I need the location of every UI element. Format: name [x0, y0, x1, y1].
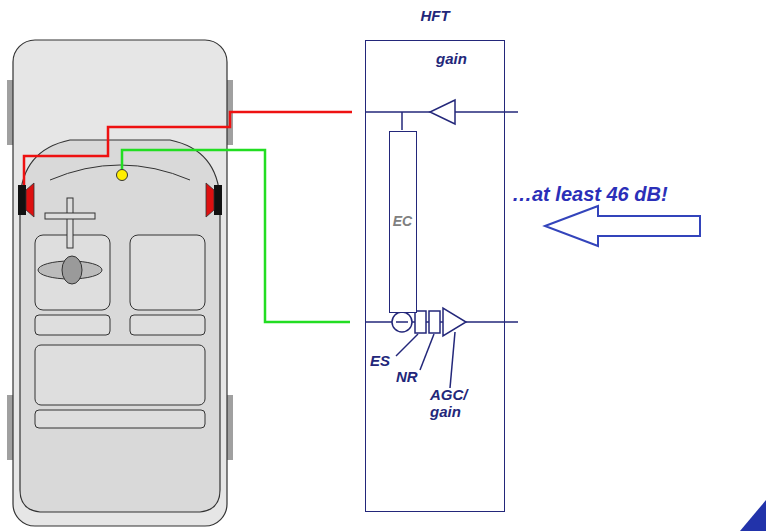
signal-line: [365, 321, 392, 323]
amplifier-symbol: [430, 100, 455, 124]
seat: [35, 315, 110, 335]
agc-amplifier: [443, 308, 466, 336]
es-block: [415, 311, 426, 333]
car-body: [13, 40, 227, 526]
block-label: AGC/ gain: [430, 386, 478, 421]
corner-mark: [740, 500, 766, 531]
speaker: [206, 183, 214, 217]
minus-sign: [396, 321, 408, 323]
signal-line: [505, 111, 518, 113]
microphone: [117, 170, 128, 181]
leader-line: [420, 334, 434, 370]
signal-line: [426, 321, 429, 323]
echo-canceller-box: EC: [389, 131, 417, 313]
signal-line: [466, 321, 518, 323]
rear-seat: [35, 345, 205, 405]
hft-unit-box: HFTEC: [365, 40, 505, 512]
leader-line: [396, 334, 418, 356]
windshield: [50, 165, 190, 180]
block-label: gain: [436, 50, 467, 67]
rear-seat: [35, 410, 205, 428]
nr-block: [429, 311, 440, 333]
signal-line: [401, 112, 403, 130]
seat: [130, 315, 205, 335]
block-label: NR: [396, 368, 418, 385]
car-cabin: [20, 140, 220, 512]
subtractor: [392, 312, 412, 332]
block-label: ES: [370, 352, 390, 369]
isolation-note: …at least 46 dB!: [512, 183, 668, 206]
steering-column: [67, 198, 73, 248]
unit-heading: HFT: [366, 7, 504, 24]
seat: [130, 235, 205, 310]
hollow-arrow: [545, 206, 700, 246]
signal-line: [440, 321, 443, 323]
steering-column: [45, 213, 95, 219]
microphone-wire: [122, 150, 350, 322]
block-name: EC: [393, 213, 412, 229]
leader-line: [450, 332, 455, 388]
signal-line: [455, 111, 505, 113]
speaker: [214, 185, 222, 215]
driver-head: [62, 256, 82, 284]
speaker: [26, 183, 34, 217]
signal-line: [365, 111, 430, 113]
speaker: [18, 185, 26, 215]
loudspeaker-wire: [24, 112, 352, 185]
